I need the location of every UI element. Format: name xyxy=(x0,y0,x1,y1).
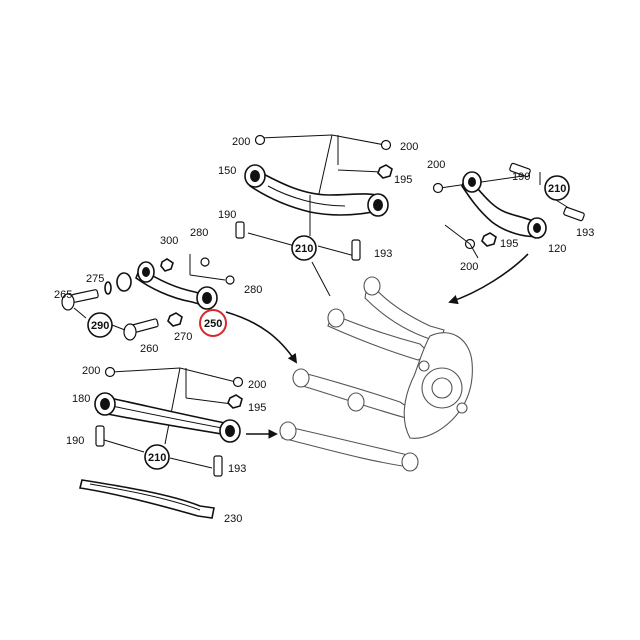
bolt-190-c-icon xyxy=(95,425,105,447)
label-190-b: 190 xyxy=(512,171,530,183)
label-190-a: 190 xyxy=(218,209,236,221)
label-195-c: 195 xyxy=(248,402,266,414)
nut-200-right-icon xyxy=(380,139,392,151)
nut-200-c-icon xyxy=(432,182,444,194)
washer-195-icon xyxy=(377,164,393,179)
nut-280-b-icon xyxy=(225,275,235,285)
bolt-193-b-icon xyxy=(563,206,585,222)
label-200-d: 200 xyxy=(460,261,478,273)
label-280-a: 280 xyxy=(190,227,208,239)
washer-195-b-icon xyxy=(481,232,497,247)
label-230: 230 xyxy=(224,513,242,525)
control-arm-180-group: 200 180 200 195 190 210 193 xyxy=(66,365,278,477)
label-150: 150 xyxy=(218,165,236,177)
label-280-b: 280 xyxy=(244,284,262,296)
label-193-c: 193 xyxy=(228,463,246,475)
label-193-b: 193 xyxy=(576,227,594,239)
eccentric-washer-275-icon xyxy=(116,272,132,292)
washer-270-icon xyxy=(167,312,183,327)
ref-circle-210-b xyxy=(544,175,570,201)
label-300: 300 xyxy=(160,235,178,247)
arrow-120-to-assembly xyxy=(448,253,529,305)
nut-280-a-icon xyxy=(200,257,210,267)
washer-195-c-icon xyxy=(227,394,243,409)
nut-200-e-icon xyxy=(104,366,116,378)
nut-200-left-icon xyxy=(254,134,266,146)
label-210-c: 210 xyxy=(148,452,166,464)
suspension-assembly-view xyxy=(225,253,529,472)
label-195-a: 195 xyxy=(394,174,412,186)
washer-300-icon xyxy=(160,258,174,272)
label-290: 290 xyxy=(91,320,109,332)
leader-210-to-assembly xyxy=(311,261,331,297)
assembly-lower-arm xyxy=(281,425,417,469)
nut-200-f-icon xyxy=(232,376,244,388)
ref-circle-210-a xyxy=(291,235,317,261)
label-190-c: 190 xyxy=(66,435,84,447)
bolt-190-a-icon xyxy=(235,221,245,239)
arrow-250-to-assembly xyxy=(225,311,298,364)
label-180: 180 xyxy=(72,393,90,405)
control-arm-150-icon xyxy=(249,166,383,216)
label-210-a: 210 xyxy=(295,243,313,255)
ref-circle-210-c xyxy=(144,444,170,470)
label-200-f: 200 xyxy=(248,379,266,391)
label-250: 250 xyxy=(204,318,222,330)
label-120: 120 xyxy=(548,243,566,255)
label-200-a: 200 xyxy=(232,136,250,148)
bolt-265-icon xyxy=(71,289,99,303)
control-arm-120-group: 190 200 210 195 193 200 120 xyxy=(427,159,594,273)
label-210-b: 210 xyxy=(548,183,566,195)
bolt-193-a-icon xyxy=(351,239,361,261)
bolt-193-c-icon xyxy=(213,455,223,477)
label-265: 265 xyxy=(54,289,72,301)
toe-link-250-group: 300 280 275 265 280 290 270 260 250 xyxy=(54,227,262,355)
shield-230-icon xyxy=(79,479,215,519)
label-275: 275 xyxy=(86,273,104,285)
label-195-b: 195 xyxy=(500,238,518,250)
label-260: 260 xyxy=(140,343,158,355)
bolt-265-head-icon xyxy=(61,293,75,311)
bolt-190-b-icon xyxy=(509,162,531,178)
control-arm-150-group: 200 200 150 195 190 210 193 xyxy=(218,134,418,261)
label-200-c: 200 xyxy=(427,159,445,171)
label-270: 270 xyxy=(174,331,192,343)
label-200-b: 200 xyxy=(400,141,418,153)
shield-230-group: 230 xyxy=(79,479,242,525)
label-193-a: 193 xyxy=(374,248,392,260)
washer-275-b-icon xyxy=(104,281,112,295)
bolt-260-head-icon xyxy=(123,323,137,341)
highlight-circle-250 xyxy=(199,309,227,337)
label-200-e: 200 xyxy=(82,365,100,377)
